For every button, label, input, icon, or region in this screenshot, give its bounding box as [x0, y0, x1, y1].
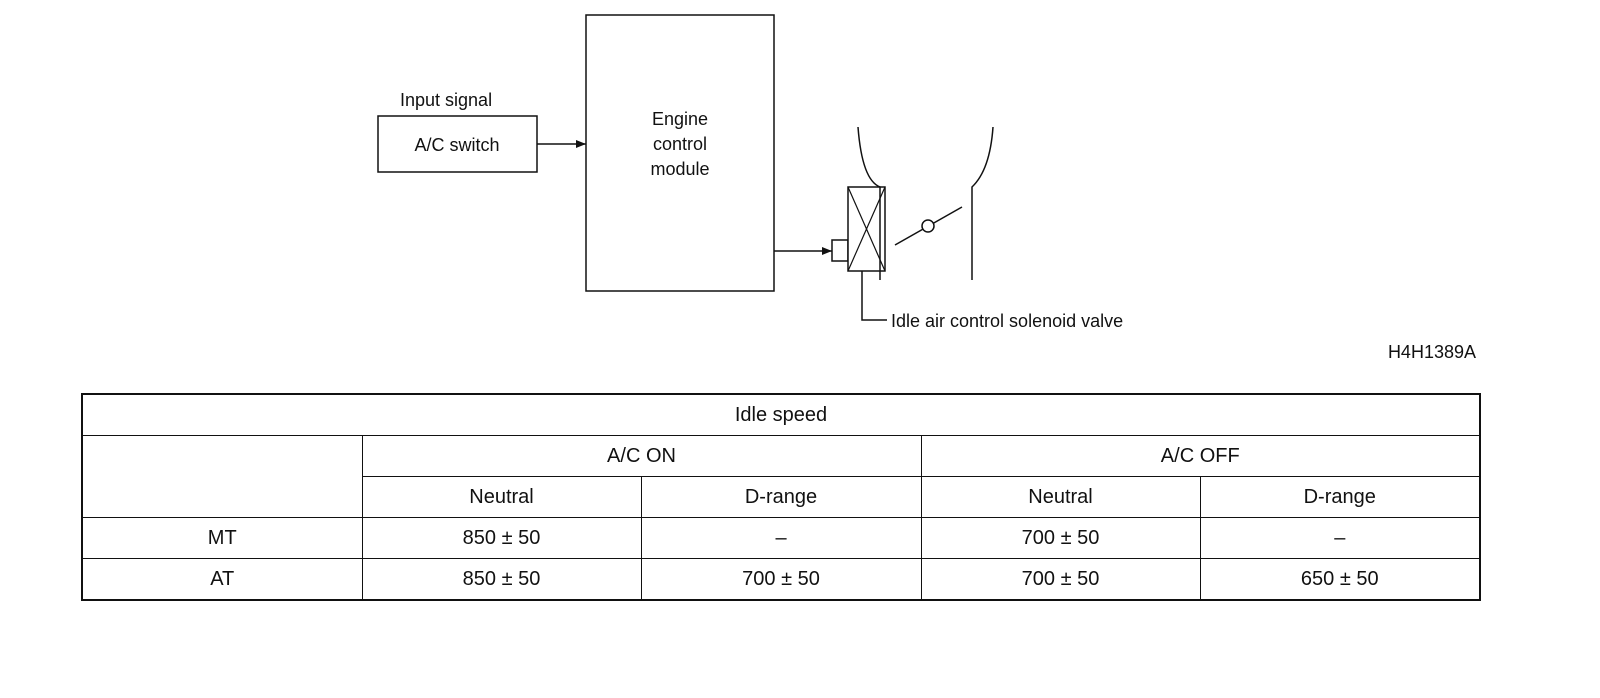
- ac-switch-label: A/C switch: [414, 135, 499, 155]
- sub-header-off-drange: D-range: [1199, 476, 1481, 518]
- table-cell: 850 ± 50: [361, 558, 642, 601]
- engine-control-module-box: [585, 14, 775, 292]
- corner-cell: [81, 435, 363, 518]
- table-cell: –: [640, 517, 922, 559]
- sub-header-on-drange: D-range: [640, 476, 922, 518]
- table-row: AT 850 ± 50 700 ± 50 700 ± 50 650 ± 50: [81, 558, 1481, 601]
- figure-code: H4H1389A: [1388, 342, 1476, 362]
- group-header-ac-on: A/C ON: [361, 435, 922, 477]
- input-signal-label: Input signal: [400, 90, 492, 110]
- table-cell: 700 ± 50: [920, 517, 1201, 559]
- throttle-shaft: [921, 219, 935, 233]
- table-cell: 650 ± 50: [1199, 558, 1481, 601]
- table-title: Idle speed: [81, 393, 1481, 436]
- group-header-ac-off: A/C OFF: [920, 435, 1481, 477]
- table-cell: 850 ± 50: [361, 517, 642, 559]
- solenoid-cross-line-2: [847, 186, 886, 272]
- row-label-at: AT: [81, 558, 363, 601]
- module-label-line-2: control: [653, 134, 707, 154]
- table-cell: 700 ± 50: [920, 558, 1201, 601]
- idle-speed-table: Idle speed A/C ON A/C OFF Neutral D-rang…: [81, 393, 1481, 601]
- valve-label: Idle air control solenoid valve: [891, 311, 1123, 331]
- solenoid-connector: [831, 239, 849, 262]
- throttle-bore-left-wall: [857, 126, 881, 280]
- table-cell: 700 ± 50: [640, 558, 922, 601]
- module-label-line-1: Engine: [652, 109, 708, 129]
- control-diagram: Input signal A/C switch Engine control m…: [377, 14, 1476, 362]
- throttle-bore-right-wall: [971, 126, 994, 280]
- module-label-line-3: module: [650, 159, 709, 179]
- row-label-mt: MT: [81, 517, 363, 559]
- table-row: MT 850 ± 50 – 700 ± 50 –: [81, 517, 1481, 559]
- table-cell: –: [1199, 517, 1481, 559]
- sub-header-off-neutral: Neutral: [920, 476, 1201, 518]
- group-header-row: A/C ON A/C OFF: [81, 435, 1481, 518]
- sub-header-on-neutral: Neutral: [361, 476, 642, 518]
- valve-leader-line: [861, 271, 887, 321]
- table-title-row: Idle speed: [81, 393, 1481, 436]
